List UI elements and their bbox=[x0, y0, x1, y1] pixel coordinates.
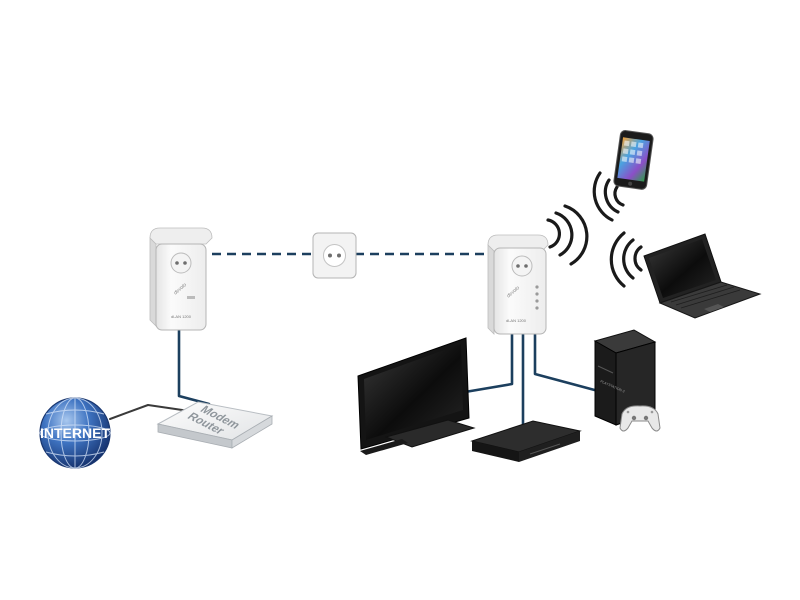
adapter2-model: dLAN 1200 bbox=[506, 318, 527, 323]
wifi-signal-laptop-icon bbox=[609, 231, 643, 288]
cable-adapter2-console bbox=[533, 330, 604, 394]
internet-globe-icon: INTERNET bbox=[39, 397, 111, 469]
wifi-signal-adapter-icon bbox=[546, 204, 589, 266]
tv-icon bbox=[357, 337, 476, 455]
laptop-icon bbox=[643, 233, 762, 319]
media-player-icon bbox=[470, 420, 582, 462]
internet-label: INTERNET bbox=[40, 425, 110, 441]
wall-socket-icon bbox=[312, 232, 357, 279]
cable-internet-router bbox=[109, 404, 197, 420]
adapter1-model: dLAN 1200 bbox=[171, 314, 192, 319]
smartphone-icon bbox=[613, 130, 654, 190]
powerline-adapter-2-wifi-icon: devolo dLAN 1200 bbox=[487, 234, 549, 335]
wifi-signal-phone-icon bbox=[592, 171, 625, 222]
cable-router-adapter1 bbox=[177, 328, 211, 406]
game-controller-icon bbox=[619, 405, 661, 432]
ethernet-cables bbox=[109, 328, 604, 439]
cable-adapter2-tv bbox=[463, 330, 514, 394]
game-console-icon: PLAYSTATION 3 bbox=[593, 329, 661, 432]
powerline-adapter-1-icon: devolo dLAN 1200 bbox=[149, 227, 213, 331]
